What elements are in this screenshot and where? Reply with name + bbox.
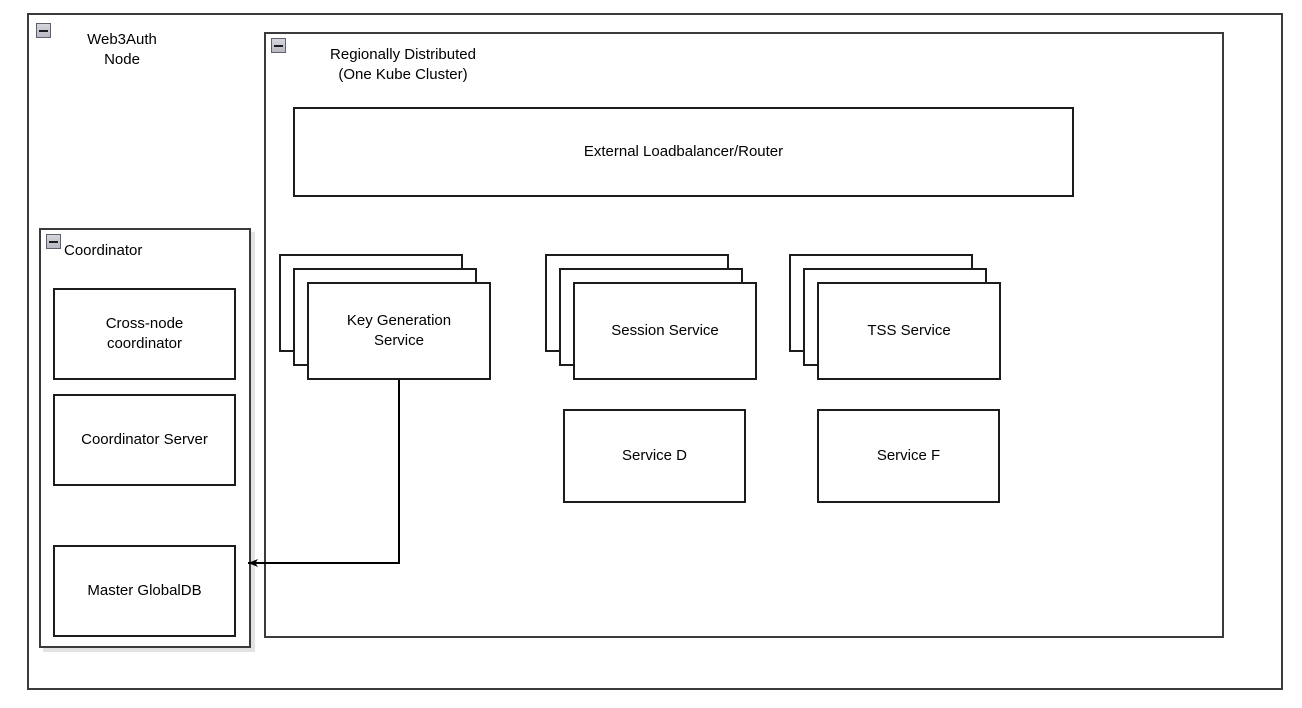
collapse-icon-web3auth-node[interactable] <box>36 23 51 38</box>
collapse-icon-regionally-distributed[interactable] <box>271 38 286 53</box>
node-external-loadbalancer-router[interactable]: External Loadbalancer/Router <box>293 107 1074 197</box>
group-title-regionally-distributed: Regionally Distributed (One Kube Cluster… <box>330 46 476 84</box>
node-service-d[interactable]: Service D <box>563 409 746 503</box>
node-label-cross-node-coordinator: Cross-node coordinator <box>105 314 184 352</box>
node-stack-tss-service[interactable]: TSS Service <box>789 254 1001 380</box>
node-label-service-d: Service D <box>621 446 688 464</box>
node-label-external-loadbalancer-router: External Loadbalancer/Router <box>583 142 784 160</box>
node-label-master-globaldb: Master GlobalDB <box>87 581 202 599</box>
node-coordinator-server[interactable]: Coordinator Server <box>53 394 236 486</box>
node-stack-key-generation-service[interactable]: Key Generation Service <box>279 254 491 380</box>
node-stack-session-service[interactable]: Session Service <box>545 254 757 380</box>
stack-layer-front-key-generation-service[interactable]: Key Generation Service <box>307 282 491 380</box>
node-label-tss-service: TSS Service <box>867 321 951 339</box>
node-master-globaldb[interactable]: Master GlobalDB <box>53 545 236 637</box>
node-label-session-service: Session Service <box>611 321 719 339</box>
group-title-web3auth-node: Web3Auth Node <box>87 31 157 69</box>
node-label-service-f: Service F <box>876 446 941 464</box>
stack-layer-front-session-service[interactable]: Session Service <box>573 282 757 380</box>
node-service-f[interactable]: Service F <box>817 409 1000 503</box>
node-label-coordinator-server: Coordinator Server <box>81 430 208 448</box>
node-cross-node-coordinator[interactable]: Cross-node coordinator <box>53 288 236 380</box>
node-label-key-generation-service: Key Generation Service <box>346 311 452 349</box>
group-title-coordinator: Coordinator <box>64 242 143 259</box>
stack-layer-front-tss-service[interactable]: TSS Service <box>817 282 1001 380</box>
collapse-icon-coordinator[interactable] <box>46 234 61 249</box>
